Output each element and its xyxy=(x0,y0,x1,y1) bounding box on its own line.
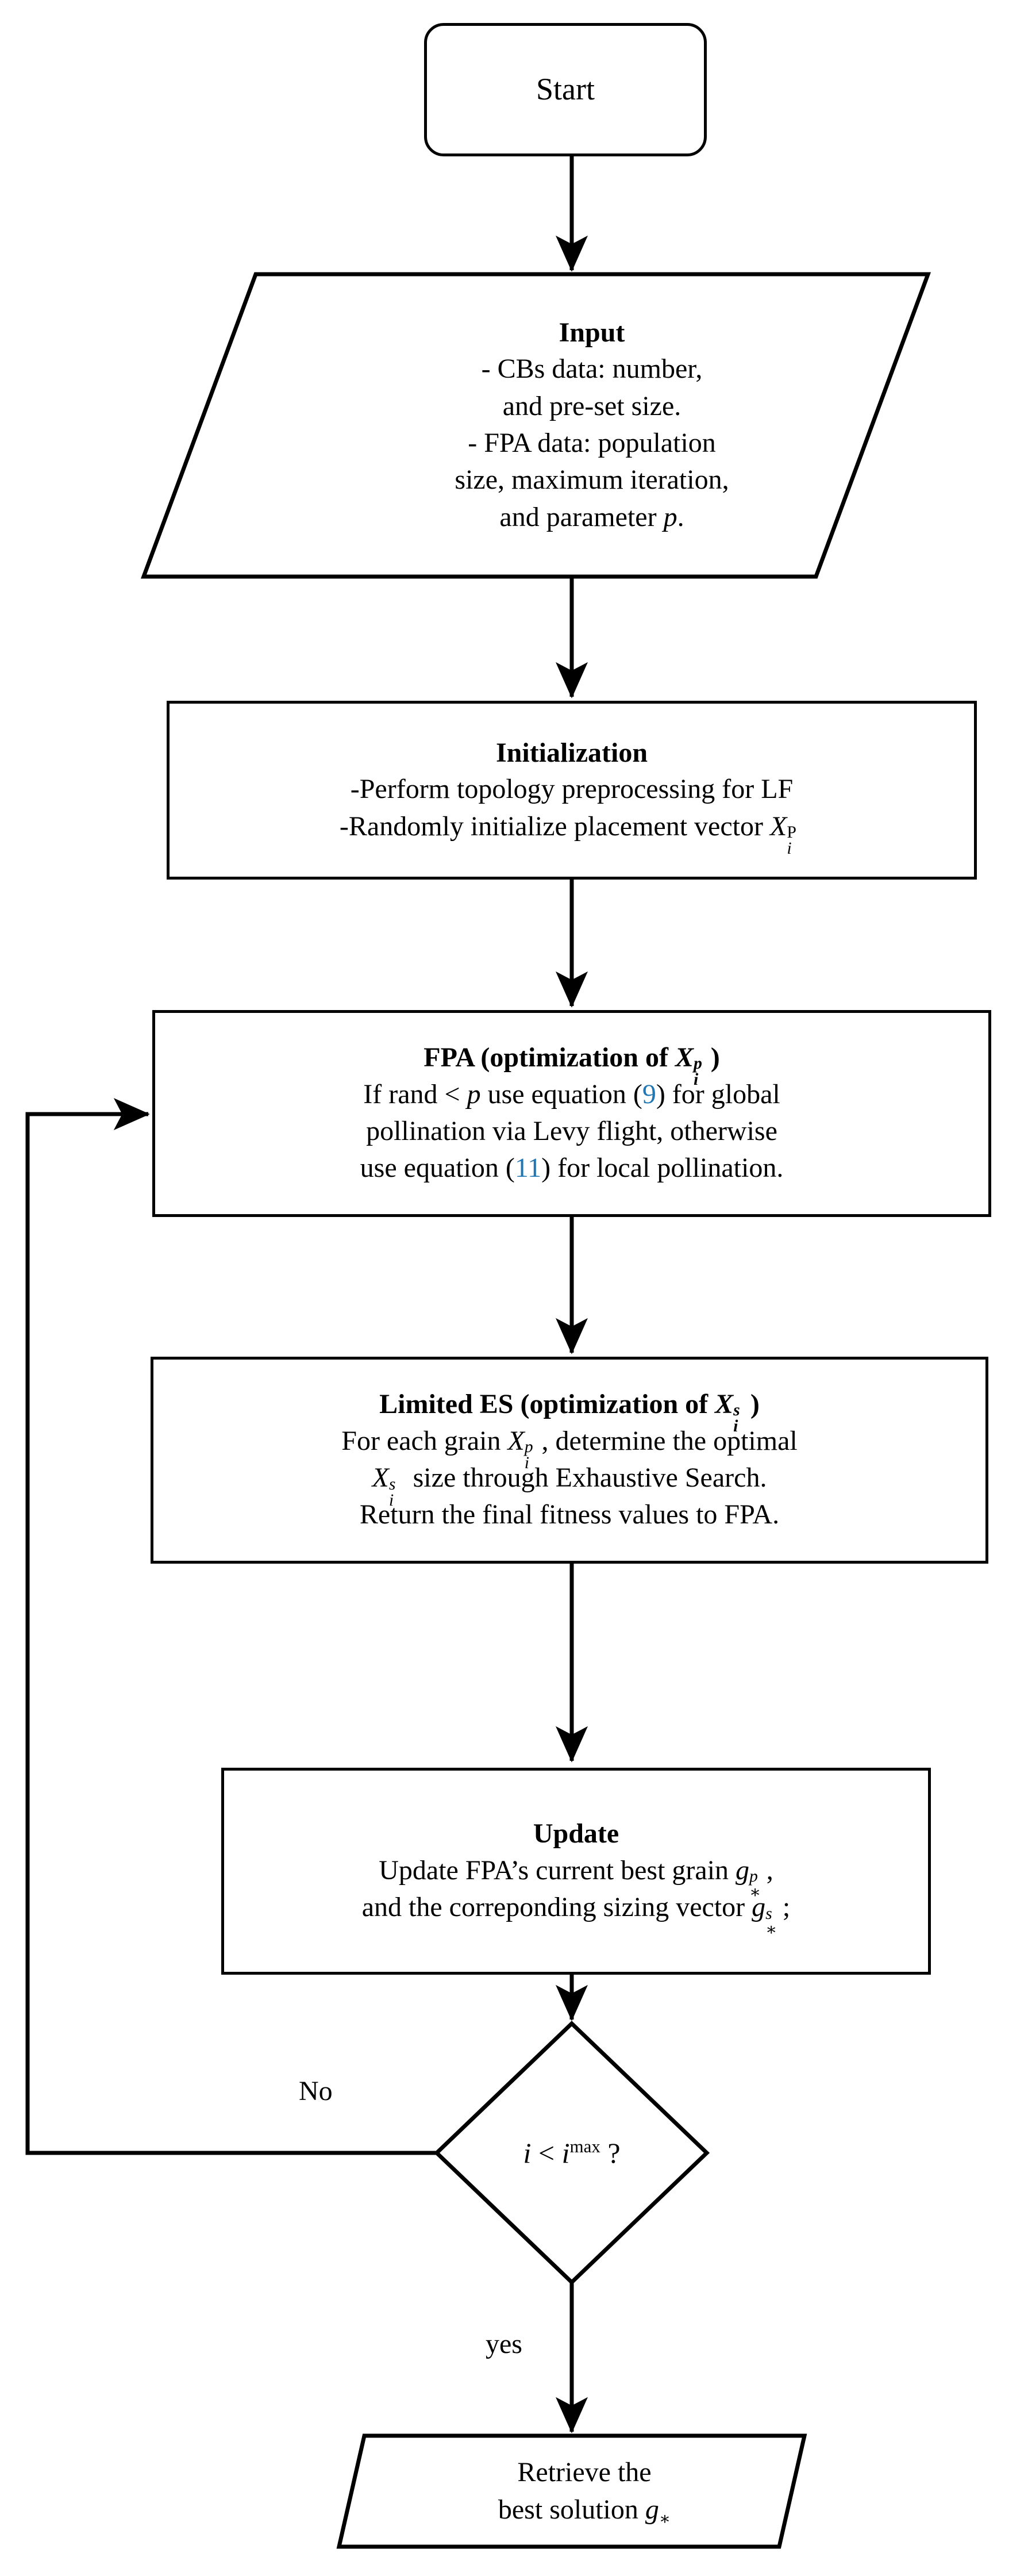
equation-ref-11[interactable]: 11 xyxy=(514,1153,542,1184)
node-initialization[interactable]: Initialization -Perform topology preproc… xyxy=(167,701,977,880)
edge-label-yes: yes xyxy=(486,2329,522,2359)
symbol-i: i xyxy=(561,2137,570,2169)
symbol-p: p xyxy=(467,1078,481,1110)
symbol-X: X xyxy=(675,1042,694,1073)
symbol-g: g xyxy=(645,2494,659,2525)
input-line-3: - FPA data: population xyxy=(468,428,716,459)
update-title: Update xyxy=(533,1818,619,1849)
input-title: Input xyxy=(559,317,625,348)
symbol-X: X xyxy=(507,1425,525,1456)
input-line-2: and pre-set size. xyxy=(502,390,682,421)
symbol-star-subscript: ∗ xyxy=(659,2509,671,2528)
input-line-4: size, maximum iteration, xyxy=(455,464,729,496)
symbol-X: X xyxy=(715,1389,734,1420)
node-start[interactable]: Start xyxy=(424,23,707,156)
fpa-line-2: pollination via Levy flight, otherwise xyxy=(366,1116,777,1147)
symbol-X: X xyxy=(372,1462,389,1494)
symbol-i: i xyxy=(523,2137,532,2169)
symbol-g: g xyxy=(752,1892,766,1923)
equation-ref-9[interactable]: 9 xyxy=(642,1078,656,1110)
symbol-max-superscript: max xyxy=(569,2136,600,2157)
node-decision[interactable]: i < imax ? xyxy=(437,2024,707,2282)
edge-label-no: No xyxy=(299,2076,333,2106)
limited-es-line-3: Return the final fitness values to FPA. xyxy=(359,1499,780,1530)
fpa-line-3: use equation (11) for local pollination. xyxy=(360,1153,784,1184)
retrieve-line-1: Retrieve the xyxy=(517,2457,652,2488)
decision-condition: i < imax ? xyxy=(523,2136,621,2169)
initialization-title: Initialization xyxy=(495,737,648,768)
retrieve-line-2: best solution g∗ xyxy=(498,2494,671,2528)
node-retrieve[interactable]: Retrieve the best solution g∗ xyxy=(364,2436,804,2547)
node-update[interactable]: Update Update FPA’s current best grain g… xyxy=(221,1768,931,1975)
symbol-g: g xyxy=(736,1855,750,1886)
input-line-5: and parameter p. xyxy=(499,501,684,532)
symbol-X: X xyxy=(769,811,787,842)
fpa-line-1: If rand < p use equation (9) for global xyxy=(363,1078,780,1110)
start-label: Start xyxy=(536,72,595,107)
input-line-1: - CBs data: number, xyxy=(481,354,703,385)
connector-decision-no-loop-to-fpa xyxy=(25,1098,437,2155)
symbol-p: p xyxy=(663,501,677,532)
initialization-line-1: -Perform topology preprocessing for LF xyxy=(350,774,794,805)
node-input[interactable]: Input - CBs data: number, and pre-set si… xyxy=(256,274,928,577)
